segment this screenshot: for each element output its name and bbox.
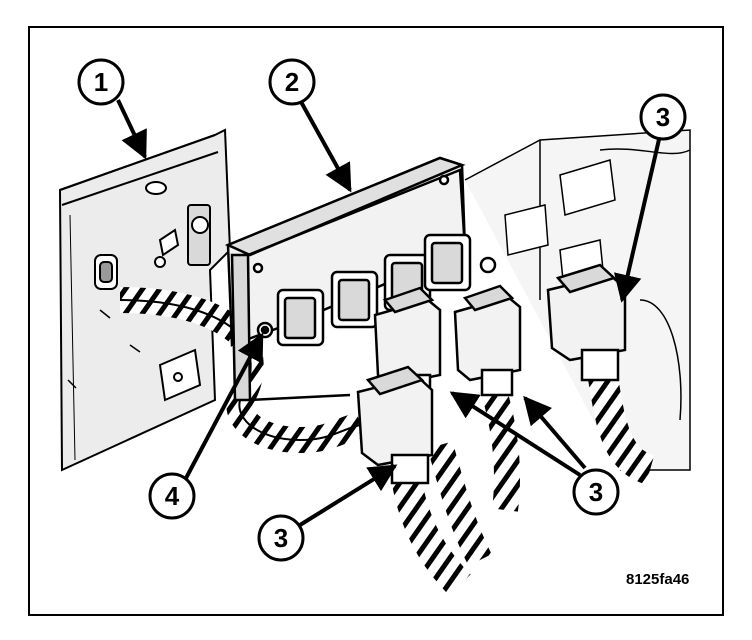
leader-callout-2 [298, 99, 352, 193]
leader-callout-3-top [614, 134, 662, 303]
svg-text:3: 3 [589, 477, 603, 507]
connector-lower [356, 365, 434, 485]
connector-upper-middle [453, 284, 522, 397]
callout-2: 2 [268, 58, 316, 106]
svg-text:2: 2 [285, 67, 299, 97]
svg-text:4: 4 [165, 481, 180, 511]
callout-4: 4 [148, 472, 196, 520]
callout-3-top: 3 [639, 93, 687, 141]
callout-3-bottom: 3 [257, 514, 305, 562]
leader-callout-4 [183, 332, 264, 481]
pcm-module [224, 156, 497, 402]
figure-code: 8125fa46 [626, 571, 689, 588]
svg-text:1: 1 [94, 67, 108, 97]
svg-text:3: 3 [274, 523, 288, 553]
leader-callout-3-right-b [523, 395, 587, 470]
callout-1: 1 [77, 58, 125, 106]
callout-3-right: 3 [572, 468, 620, 516]
leader-callout-3-right-a [449, 391, 582, 477]
leader-callout-1 [116, 99, 147, 160]
svg-text:3: 3 [656, 102, 670, 132]
leader-callout-3-bottom [298, 464, 398, 527]
leader-lines [116, 99, 662, 527]
connector-right [546, 263, 627, 382]
